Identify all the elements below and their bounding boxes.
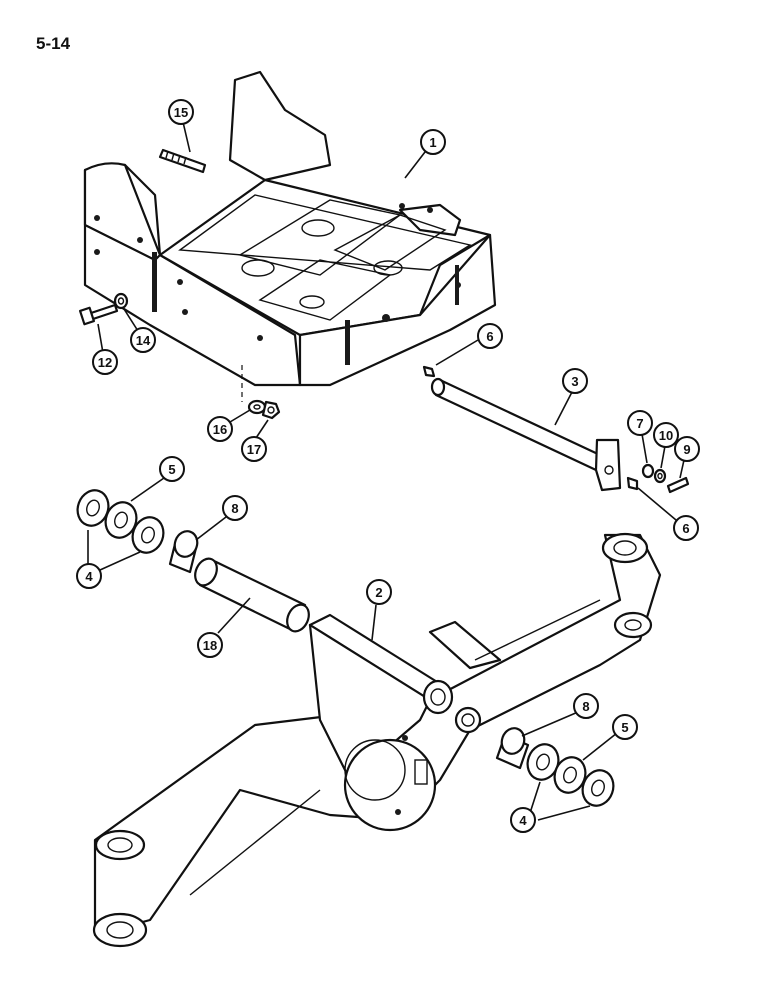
bolt-12 [78, 303, 119, 326]
svg-text:9: 9 [683, 442, 690, 457]
washer-16 [247, 399, 267, 415]
svg-text:5: 5 [168, 462, 175, 477]
leader-lines [87, 121, 685, 821]
callout-9: 9 [674, 436, 700, 462]
axle-support-bracket [83, 70, 497, 402]
stud-15 [158, 148, 207, 174]
thrust-washer-4-left [76, 489, 110, 527]
callout-5-right: 5 [612, 714, 638, 740]
page-number: 5-14 [36, 34, 71, 53]
bolt-9 [666, 476, 690, 494]
washer-14 [113, 292, 129, 310]
callout-10: 10 [653, 422, 679, 448]
callout-7: 7 [627, 410, 653, 436]
washer-7 [641, 463, 655, 479]
callout-1: 1 [420, 129, 446, 155]
svg-text:12: 12 [98, 355, 112, 370]
callout-18: 18 [197, 632, 223, 658]
callout-17: 17 [241, 436, 267, 462]
callout-8-right: 8 [573, 693, 599, 719]
svg-text:8: 8 [231, 501, 238, 516]
callout-16: 16 [207, 416, 233, 442]
washer-10 [653, 468, 667, 484]
callout-4-right: 4 [510, 807, 536, 833]
svg-text:4: 4 [85, 569, 93, 584]
callout-6-upper: 6 [477, 323, 503, 349]
callout-12: 12 [92, 349, 118, 375]
svg-text:2: 2 [375, 585, 382, 600]
shim-washer-5-left [104, 501, 138, 539]
callout-6-lower: 6 [673, 515, 699, 541]
svg-text:15: 15 [174, 105, 188, 120]
callout-8-left: 8 [222, 495, 248, 521]
svg-text:8: 8 [582, 699, 589, 714]
callout-15: 15 [168, 99, 194, 125]
callout-3: 3 [562, 368, 588, 394]
svg-text:6: 6 [682, 521, 689, 536]
bushing-8-left [168, 530, 199, 574]
thrust-washer-4-left-2 [131, 516, 165, 554]
svg-text:5: 5 [621, 720, 628, 735]
svg-text:1: 1 [429, 135, 436, 150]
bushing-8-right [495, 727, 530, 770]
svg-text:6: 6 [486, 329, 493, 344]
svg-text:7: 7 [636, 416, 643, 431]
svg-text:17: 17 [247, 442, 261, 457]
svg-text:14: 14 [136, 333, 151, 348]
front-axle-housing [92, 532, 662, 948]
callout-14: 14 [130, 327, 156, 353]
callout-4-left: 4 [76, 563, 102, 589]
svg-text:4: 4 [519, 813, 527, 828]
thrust-washer-4-right-2 [581, 769, 615, 807]
svg-text:3: 3 [571, 374, 578, 389]
nut-17 [261, 400, 281, 420]
pivot-pin-3 [422, 365, 639, 492]
callout-5-left: 5 [159, 456, 185, 482]
sleeve-18 [194, 557, 310, 633]
callout-2: 2 [366, 579, 392, 605]
svg-text:18: 18 [203, 638, 217, 653]
svg-text:16: 16 [213, 422, 227, 437]
svg-text:10: 10 [659, 428, 673, 443]
